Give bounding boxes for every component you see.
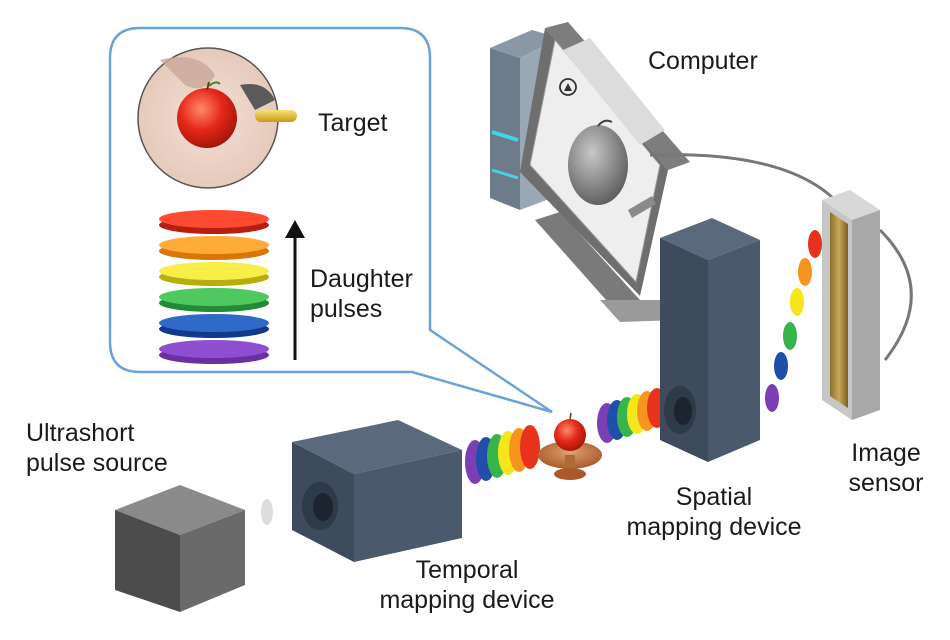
label-spatial-line1: Spatial (675, 483, 753, 511)
target-mount (538, 412, 602, 480)
target-illustration (137, 47, 297, 189)
daughter-pulse-stack (159, 210, 269, 364)
image-sensor-device (822, 190, 880, 420)
computer-illustration (490, 22, 690, 322)
label-daughter-line1: Daughter (310, 265, 413, 293)
gray-apple-icon (568, 125, 628, 205)
pulse-train-temporal (465, 425, 540, 484)
pulse-train-spatial (597, 388, 667, 443)
label-computer: Computer (648, 47, 758, 75)
label-pulse-source: Ultrashort pulse source (26, 418, 168, 478)
label-temporal-line2: mapping device (379, 586, 555, 614)
temporal-mapping-device (292, 420, 462, 562)
label-temporal-line1: Temporal (415, 556, 519, 584)
separated-pulses (765, 230, 822, 412)
spatial-mapping-device (660, 218, 760, 462)
label-daughter-line2: pulses (310, 295, 383, 323)
label-target: Target (318, 109, 388, 137)
pulse-source-device (115, 485, 273, 612)
label-daughter-pulses: Daughter pulses (310, 264, 413, 324)
bullet-icon (255, 110, 297, 122)
label-image-sensor: Image sensor (836, 438, 936, 498)
label-spatial-line2: mapping device (626, 513, 802, 541)
apple-icon (177, 88, 237, 148)
cable-sensor (878, 228, 913, 361)
cable (649, 153, 842, 207)
label-source-line1: Ultrashort (26, 419, 135, 447)
label-spatial-mapping: Spatial mapping device (604, 482, 824, 542)
label-sensor-line1: Image (851, 439, 921, 467)
label-source-line2: pulse source (26, 449, 168, 477)
label-temporal-mapping: Temporal mapping device (372, 555, 562, 615)
up-arrow-icon (285, 220, 305, 360)
label-sensor-line2: sensor (848, 469, 924, 497)
